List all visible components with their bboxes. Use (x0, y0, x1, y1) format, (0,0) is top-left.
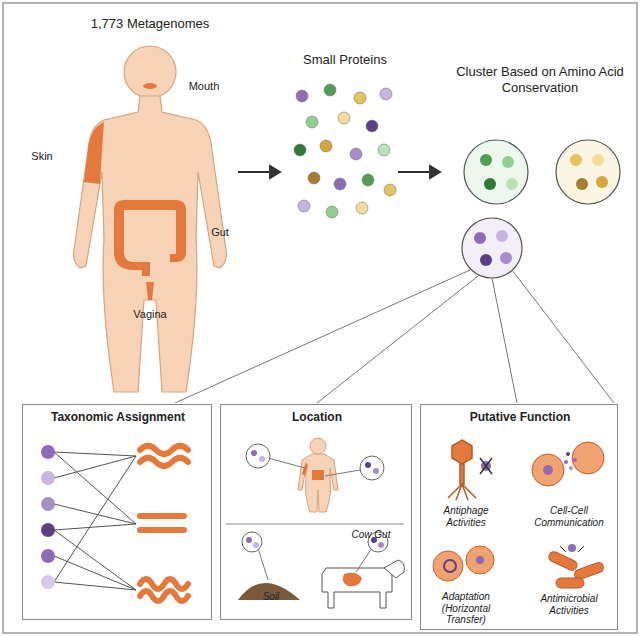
assignment-line (54, 524, 136, 530)
bacterium (140, 516, 184, 530)
protein-dot (380, 88, 392, 100)
bacterium (140, 579, 188, 601)
protein-dot (326, 206, 338, 218)
protein-dot (338, 112, 350, 124)
protein-dot (334, 178, 346, 190)
panel-caption: Adaptation (Horizontal Transfer) (421, 591, 511, 626)
cell-communication (532, 442, 604, 486)
human-body (74, 46, 227, 392)
panel-caption: Soil (246, 591, 296, 603)
small-proteins (294, 84, 396, 218)
protein-dot (294, 144, 306, 156)
assignment-line (54, 556, 136, 590)
protein-dot (356, 202, 368, 214)
step-label: Small Proteins (280, 52, 410, 68)
bacterium (140, 446, 188, 466)
panel-box: Putative FunctionAntiphage Activities Cel… (420, 404, 618, 630)
site-label: Vagina (115, 308, 185, 321)
panel-heading: Location (229, 411, 405, 425)
protein-dot (366, 120, 378, 132)
step-label: Cluster Based on Amino Acid Conservation (445, 64, 635, 95)
protein-dot (41, 497, 55, 511)
panel-caption: Antiphage Activities (424, 505, 508, 528)
step-label: 1,773 Metagenomes (50, 16, 250, 32)
skin-site (84, 122, 104, 184)
assignment-line (54, 530, 136, 590)
taxonomy-illustration (41, 445, 188, 601)
protein-dot (308, 172, 320, 184)
protein-dot (384, 184, 396, 196)
protein-dot (350, 148, 362, 160)
antimicrobial-rods (547, 544, 605, 588)
protein-dot (306, 116, 318, 128)
site-label: Skin (17, 150, 67, 163)
gut-site (114, 200, 186, 276)
vagina-site (146, 282, 154, 300)
site-label: Gut (200, 226, 240, 239)
assignment-line (54, 504, 136, 524)
protein-dot (378, 144, 390, 156)
panel-heading: Taxonomic Assignment (30, 411, 206, 425)
panel-caption: Antimicrobial Activities (524, 593, 614, 616)
protein-dot (41, 549, 55, 563)
protein-dot (324, 84, 336, 96)
frame (3, 3, 637, 633)
adaptation-cells (433, 546, 494, 581)
protein-dot (362, 174, 374, 186)
assignment-line (54, 582, 136, 590)
protein-dot (320, 140, 332, 152)
protein-dot (298, 200, 310, 212)
site-label: Mouth (174, 80, 234, 93)
protein-dot (41, 575, 55, 589)
protein-dot (41, 445, 55, 459)
mouth-site (143, 83, 157, 89)
protein-dot (354, 92, 366, 104)
process-arrows (238, 166, 440, 178)
phage (448, 440, 492, 500)
panel-caption: Cow Gut (341, 529, 401, 541)
assignment-line (54, 452, 136, 524)
protein-dot (41, 471, 55, 485)
panel-box: Taxonomic Assignment (22, 404, 212, 620)
panel-heading: Putative Function (428, 411, 612, 425)
panel-box: LocationSoil Cow Gut (220, 404, 412, 620)
protein-dot (296, 90, 308, 102)
protein-dot (41, 523, 55, 537)
clusters (175, 140, 620, 403)
location-illustration (226, 438, 404, 608)
cow (322, 532, 404, 608)
body-sites (84, 83, 186, 300)
assignment-line (54, 452, 136, 456)
panel-caption: Cell-Cell Communication (524, 505, 614, 528)
assignment-line (54, 456, 136, 582)
